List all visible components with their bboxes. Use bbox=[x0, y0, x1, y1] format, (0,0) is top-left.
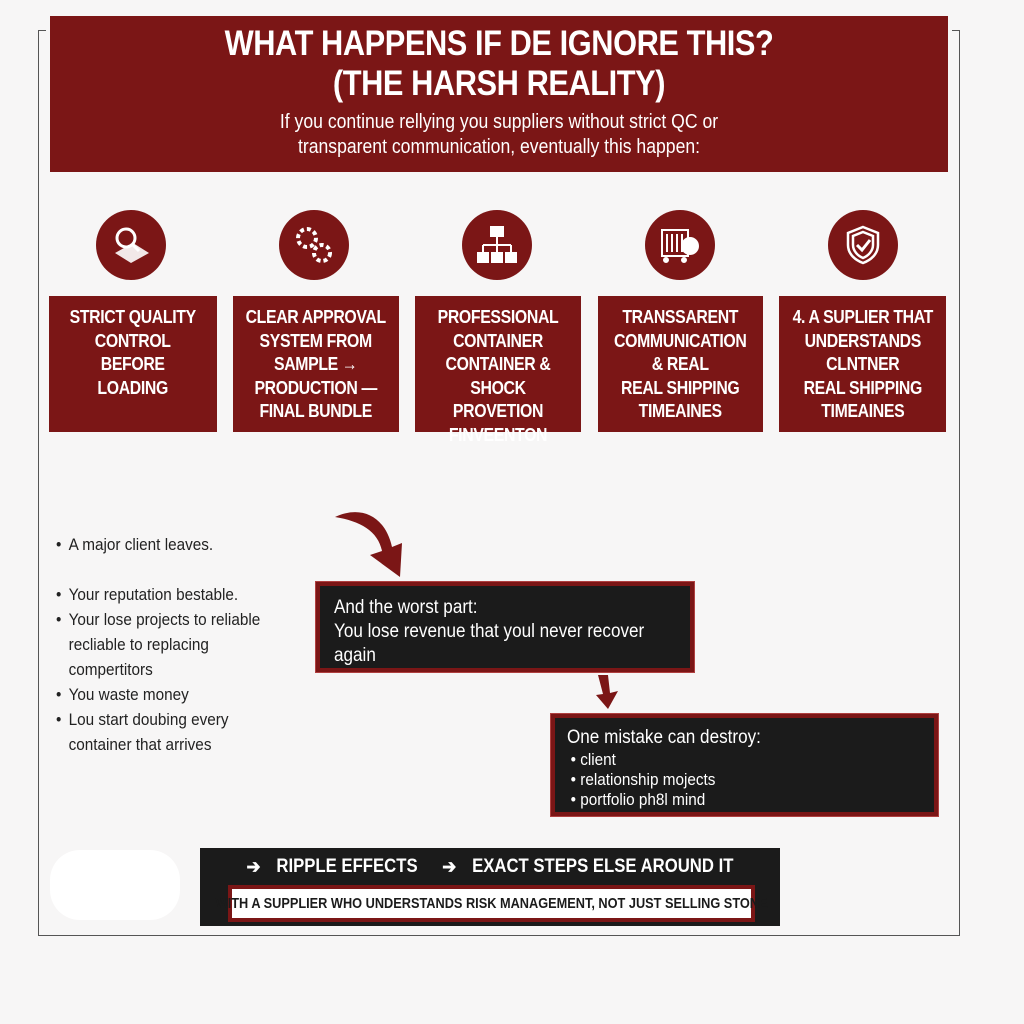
consequence-list: A major client leaves. Your reputation b… bbox=[56, 532, 268, 757]
solution-card: TRANSSARENT COMMUNICATION & REAL REAL SH… bbox=[598, 296, 763, 432]
worst-part-heading: And the worst part: bbox=[334, 597, 478, 618]
solution-card: PROFESSIONAL CONTAINER CONTAINER & SHOCK… bbox=[415, 296, 581, 445]
subtitle-line: If you continue rellying you suppliers w… bbox=[279, 111, 719, 133]
curved-arrow-icon bbox=[335, 512, 402, 577]
frame-corner bbox=[952, 30, 960, 31]
arrow-right-icon: ➔ bbox=[246, 857, 261, 878]
magnifier-document-icon bbox=[96, 210, 166, 280]
arrow-right-icon: ➔ bbox=[442, 857, 457, 878]
title-line: (THE HARSH REALITY) bbox=[332, 64, 666, 103]
worst-part-box: And the worst part: You lose revenue tha… bbox=[316, 582, 694, 672]
card-label: 4. A SUPLIER THAT UNDERSTANDS CLNTNER RE… bbox=[792, 307, 933, 421]
subtitle: If you continue rellying you suppliers w… bbox=[104, 110, 894, 160]
card-label: TRANSSARENT COMMUNICATION & REAL REAL SH… bbox=[614, 307, 747, 421]
step-label: EXACT STEPS ELSE AROUND IT bbox=[472, 856, 734, 877]
solution-card: STRICT QUALITY CONTROL BEFORE LOADING bbox=[49, 296, 217, 432]
shield-check-icon bbox=[828, 210, 898, 280]
bottom-banner: ➔ RIPPLE EFFECTS ➔ EXACT STEPS ELSE AROU… bbox=[200, 848, 780, 926]
destroy-item: relationship mojects bbox=[580, 770, 716, 789]
blank-patch bbox=[50, 850, 180, 920]
list-item: Your reputation bestable. bbox=[56, 582, 268, 607]
gears-icon bbox=[279, 210, 349, 280]
list-item: • client bbox=[570, 750, 616, 769]
worst-part-body: You lose revenue that youl never recover… bbox=[334, 621, 645, 666]
container-chat-icon bbox=[645, 210, 715, 280]
header-banner: WHAT HAPPENS IF DE IGNORE THIS? (THE HAR… bbox=[50, 16, 948, 172]
page-frame bbox=[38, 30, 960, 936]
note-text: WITH A SUPPLIER WHO UNDERSTANDS RISK MAN… bbox=[215, 895, 768, 912]
destroy-box: One mistake can destroy: • client • rela… bbox=[551, 714, 938, 816]
destroy-heading: One mistake can destroy: bbox=[567, 727, 761, 748]
list-item: A major client leaves. bbox=[56, 532, 268, 557]
solution-card: 4. A SUPLIER THAT UNDERSTANDS CLNTNER RE… bbox=[779, 296, 946, 432]
hierarchy-icon bbox=[462, 210, 532, 280]
destroy-item: client bbox=[580, 750, 616, 769]
step-label: RIPPLE EFFECTS bbox=[276, 856, 418, 877]
subtitle-line: transparent communication, eventually th… bbox=[297, 136, 701, 158]
supplier-note: WITH A SUPPLIER WHO UNDERSTANDS RISK MAN… bbox=[216, 885, 767, 922]
list-item: Lou start doubing every container that a… bbox=[56, 707, 250, 757]
solution-card: CLEAR APPROVAL SYSTEM FROM SAMPLE → PROD… bbox=[233, 296, 399, 432]
title-line: WHAT HAPPENS IF DE IGNORE THIS? bbox=[224, 24, 774, 63]
list-item: Your lose projects to reliable recliable… bbox=[56, 607, 268, 682]
list-item: • portfolio ph8l mind bbox=[570, 790, 706, 809]
list-item: You waste money bbox=[56, 682, 268, 707]
card-label: STRICT QUALITY CONTROL BEFORE LOADING bbox=[69, 307, 197, 398]
page-title: WHAT HAPPENS IF DE IGNORE THIS? (THE HAR… bbox=[104, 24, 894, 104]
card-label: PROFESSIONAL CONTAINER CONTAINER & SHOCK… bbox=[437, 307, 559, 445]
down-arrow-icon bbox=[596, 675, 618, 709]
frame-corner bbox=[38, 30, 46, 31]
card-label: CLEAR APPROVAL SYSTEM FROM SAMPLE → PROD… bbox=[245, 307, 387, 421]
destroy-item: portfolio ph8l mind bbox=[580, 790, 706, 809]
list-item: • relationship mojects bbox=[570, 770, 716, 789]
